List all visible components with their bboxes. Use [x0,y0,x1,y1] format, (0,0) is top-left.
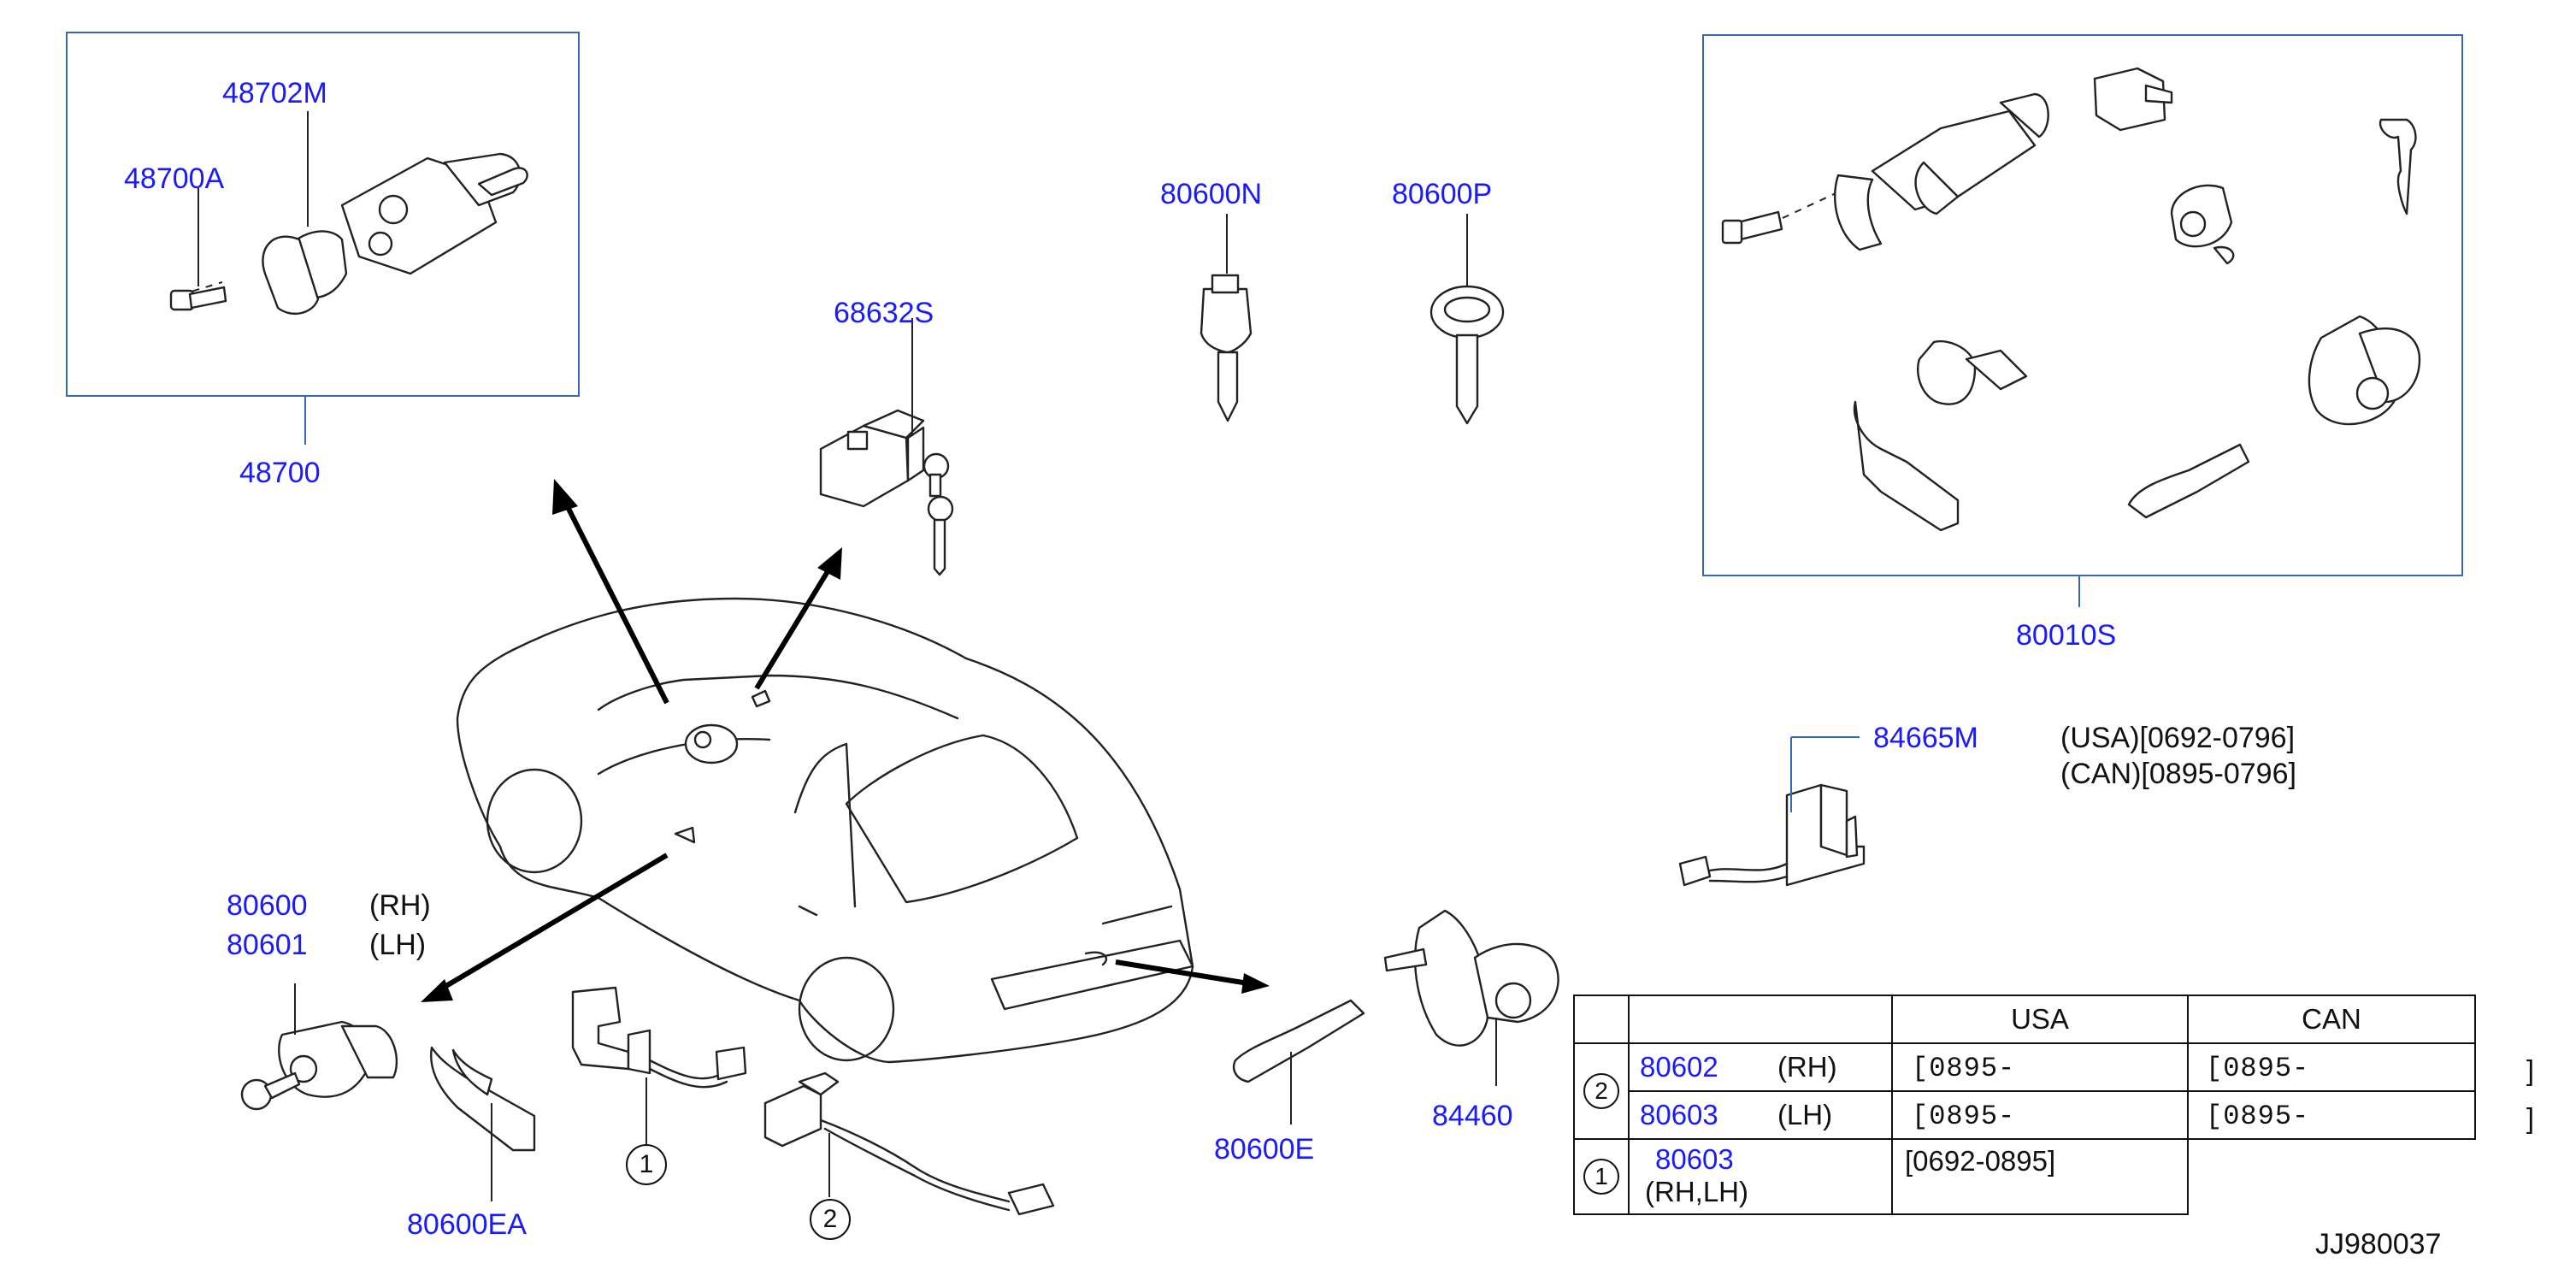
table-side: (RH,LH) [1645,1176,1748,1207]
table-header-row: USA CAN [1573,995,2476,1044]
table-part-cell: 80602 (RH) [1628,1042,1893,1092]
table-row: 1 80603 (RH,LH) [0692-0895] [1573,1138,2475,1215]
table-usa-value: [0895- [1912,1053,2016,1084]
table-usa-cell: [0895- [1891,1042,2189,1092]
table-ref-circle-1: 1 [1583,1159,1619,1195]
master-key-illustration [1200,214,1253,422]
callout-48700[interactable]: 48700 [239,457,321,489]
table-ref-cell: 1 [1573,1138,1630,1215]
lock-set-illustration [1721,67,2421,532]
callout-80600E[interactable]: 80600E [1214,1133,1315,1166]
table-header-ref [1573,995,1630,1044]
steering-lock-illustration [169,111,528,316]
drawing-id: JJ980037 [2315,1228,2442,1260]
callout-80600[interactable]: 80600 [227,889,308,922]
table-ref-cell: 2 [1573,1042,1630,1140]
callout-80600N[interactable]: 80600N [1160,178,1263,210]
table-ref-circle-2: 2 [1583,1073,1619,1109]
table-can-end: ] [2526,1054,2534,1086]
table-side: (LH) [1777,1099,1833,1130]
arrow-head-upper-right [817,547,842,580]
table-can-value: [0895- [2206,1101,2310,1132]
table-header-part [1628,995,1893,1044]
harness-assembly-2-illustration [763,1071,1055,1216]
door-lock-cylinder-illustration [240,983,398,1111]
car-illustration [456,597,1194,1064]
rod-holder-illustration [430,1046,536,1201]
table-can-cell: [0895-] [2187,1042,2534,1092]
arrow-head-lower-right [1241,973,1270,994]
callout-48702M[interactable]: 48702M [222,77,327,109]
table-can-cell: [0895-] [2187,1090,2534,1140]
callout-48700A[interactable]: 48700A [124,162,225,195]
direction-arrows [421,479,1270,1002]
applicability-table: USA CAN 2 80602 (RH) [0895- [0895-] 8060… [1573,995,2534,1215]
callout-80600P[interactable]: 80600P [1392,178,1493,210]
trunk-lock-illustration [1383,909,1559,1086]
arrow-head-upper-left [552,479,578,515]
lock-set-box [1702,34,2463,576]
table-can-cell-empty [2188,1138,2475,1214]
ref-circle-1: 1 [626,1144,667,1185]
valet-key-illustration [1429,214,1505,425]
table-part-number[interactable]: 80603 [1640,1099,1718,1130]
table-part-number[interactable]: 80602 [1640,1051,1718,1083]
callout-84460[interactable]: 84460 [1432,1100,1513,1132]
switch-assembly-1-illustration [571,986,747,1146]
can-date-range: (CAN)[0895-0796] [2060,758,2296,790]
steering-lock-box [66,32,580,397]
callout-80010S[interactable]: 80010S [2016,619,2117,652]
callout-84665M[interactable]: 84665M [1873,722,1978,754]
table-usa-cell: [0895- [1891,1090,2189,1140]
table-usa-value: [0895- [1912,1101,2016,1132]
table-part-cell: 80603 (RH,LH) [1628,1138,1893,1215]
table-side: (RH) [1777,1051,1837,1083]
table-usa-value: [0692-0895] [1905,1145,2056,1177]
table-usa-cell: [0692-0895] [1891,1138,2189,1215]
table-header-usa: USA [1891,995,2189,1044]
table-can-value: [0895- [2206,1053,2310,1084]
lh-note: (LH) [369,929,427,961]
callout-80601[interactable]: 80601 [227,929,308,961]
rh-note: (RH) [369,889,431,922]
table-part-cell: 80603 (LH) [1628,1090,1893,1140]
table-row: 2 80602 (RH) [0895- [0895-] [1573,1042,2534,1140]
table-header-can: CAN [2187,995,2476,1044]
table-can-end: ] [2526,1102,2534,1134]
callout-80600EA[interactable]: 80600EA [407,1208,527,1241]
callout-68632S[interactable]: 68632S [834,297,934,329]
table-part-number[interactable]: 80603 [1655,1143,1734,1175]
arrow-head-lower-left [421,979,453,1002]
ref-circle-2: 2 [810,1199,851,1240]
transmitter-key-illustration [819,318,954,576]
lock-switch-illustration [1678,736,1866,887]
usa-date-range: (USA)[0692-0796] [2060,722,2296,754]
table-row: 80603 (LH) [0895- [0895-] [1574,1090,2534,1140]
rod-holder-e-illustration [1232,999,1365,1124]
